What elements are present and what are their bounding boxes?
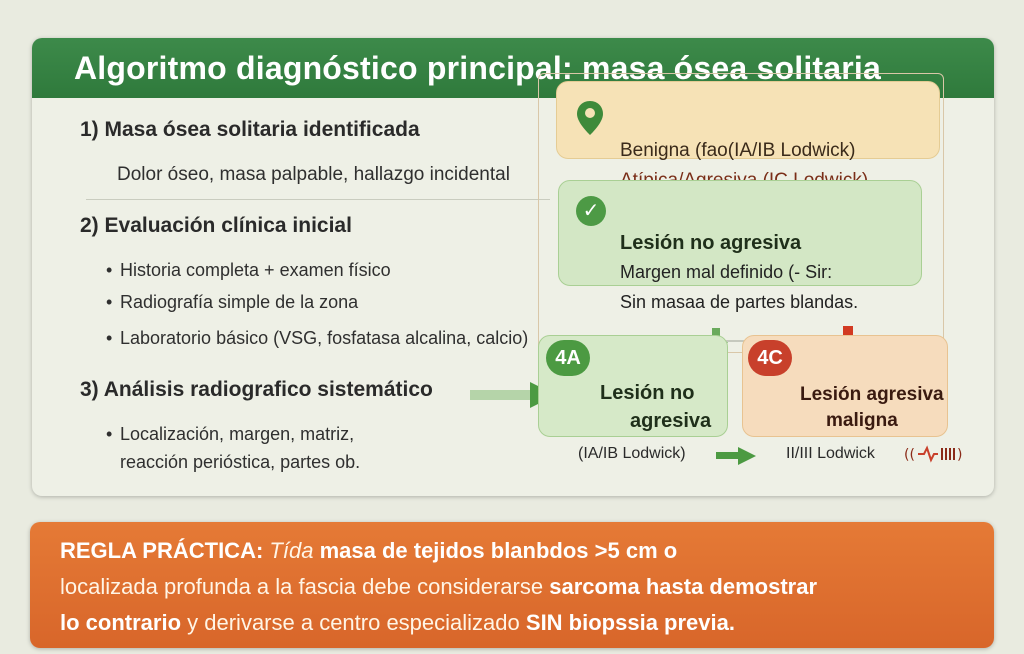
- step-3-bullet: • Localización, margen, matriz,: [106, 424, 354, 445]
- rule-text: y derivarse a centro especializado: [187, 610, 520, 635]
- rule-line-1: REGLA PRÁCTICA: Tída masa de tejidos bla…: [60, 538, 677, 564]
- step-2-bullet: • Laboratorio básico (VSG, fosfatasa alca…: [106, 328, 528, 349]
- location-pin-icon: [577, 101, 603, 135]
- bullet-text: Localización, margen, matriz,: [120, 424, 355, 444]
- bullet-dot-icon: •: [106, 424, 113, 444]
- right-flow-frame: [538, 73, 944, 353]
- rule-line-3: lo contrario y derivarse a centro especi…: [60, 610, 735, 636]
- step-2-bullet: • Radiografía simple de la zona: [106, 292, 358, 313]
- step-2-title: 2) Evaluación clínica inicial: [80, 214, 352, 237]
- benign-atypical-box: [556, 81, 940, 159]
- non-aggressive-line-2: Sin masaa de partes blandas.: [620, 292, 859, 312]
- step-2-bullet: • Historia completa + examen físico: [106, 260, 391, 281]
- box-4a-lodwick: (IA/IB Lodwick): [578, 445, 686, 462]
- step-3-bullet-continued: reacción perióstica, partes ob.: [120, 452, 361, 472]
- bullet-text: Historia completa + examen físico: [120, 260, 391, 280]
- rule-line-2: localizada profunda a la fascia debe con…: [60, 574, 817, 600]
- bullet-text: Laboratorio básico (VSG, fosfatasa alcal…: [120, 328, 529, 348]
- box-4c-lodwick: II/III Lodwick: [786, 445, 875, 462]
- svg-text:((: ((: [904, 447, 915, 463]
- practical-rule-banner: REGLA PRÁCTICA: Tída masa de tejidos bla…: [30, 522, 994, 648]
- box-4c-title-line-2: maligna: [826, 410, 898, 431]
- rule-text: Tída: [269, 538, 314, 563]
- badge-4a: 4A: [546, 340, 590, 376]
- rule-emphasis: lo contrario: [60, 610, 182, 635]
- svg-text:): ): [957, 447, 962, 463]
- box-4a-title-line-1: Lesión no: [600, 382, 695, 404]
- rule-emphasis: SIN biopssia previa.: [525, 610, 735, 635]
- rule-emphasis: sarcoma hasta demostrar: [549, 574, 818, 599]
- step-3-title: 3) Análisis radiografico sistemático: [80, 378, 433, 401]
- page-title: Algoritmo diagnóstico principal: masa ós…: [74, 50, 882, 86]
- non-aggressive-title: Lesión no agresiva: [620, 232, 802, 254]
- bullet-dot-icon: •: [106, 292, 113, 312]
- bullet-dot-icon: •: [106, 328, 113, 348]
- step-1-title: 1) Masa ósea solitaria identificada: [80, 118, 420, 141]
- rule-emphasis: masa de tejidos blanbdos >5 cm o: [319, 538, 678, 563]
- heartbeat-barcode-icon: (( ): [904, 445, 962, 463]
- box-4c-title-line-1: Lesión agresiva: [800, 384, 944, 405]
- bullet-dot-icon: •: [106, 260, 113, 280]
- non-aggressive-line-1: Margen mal definido (- Sir:: [620, 262, 833, 282]
- header-bar: Algoritmo diagnóstico principal: masa ós…: [32, 38, 994, 98]
- bullet-text: Radiografía simple de la zona: [120, 292, 359, 312]
- check-circle-icon: ✓: [576, 196, 606, 226]
- step-1-description: Dolor óseo, masa palpable, hallazgo inci…: [117, 164, 510, 185]
- benign-line: Benigna (fao(IA/IB Lodwick): [620, 140, 856, 161]
- badge-4c: 4C: [748, 340, 792, 376]
- divider: [86, 199, 550, 200]
- rule-text: localizada profunda a la fascia debe con…: [60, 574, 544, 599]
- rule-label: REGLA PRÁCTICA:: [60, 538, 264, 563]
- box-4a-title-line-2: agresiva: [630, 410, 712, 432]
- non-aggressive-box: [558, 180, 922, 286]
